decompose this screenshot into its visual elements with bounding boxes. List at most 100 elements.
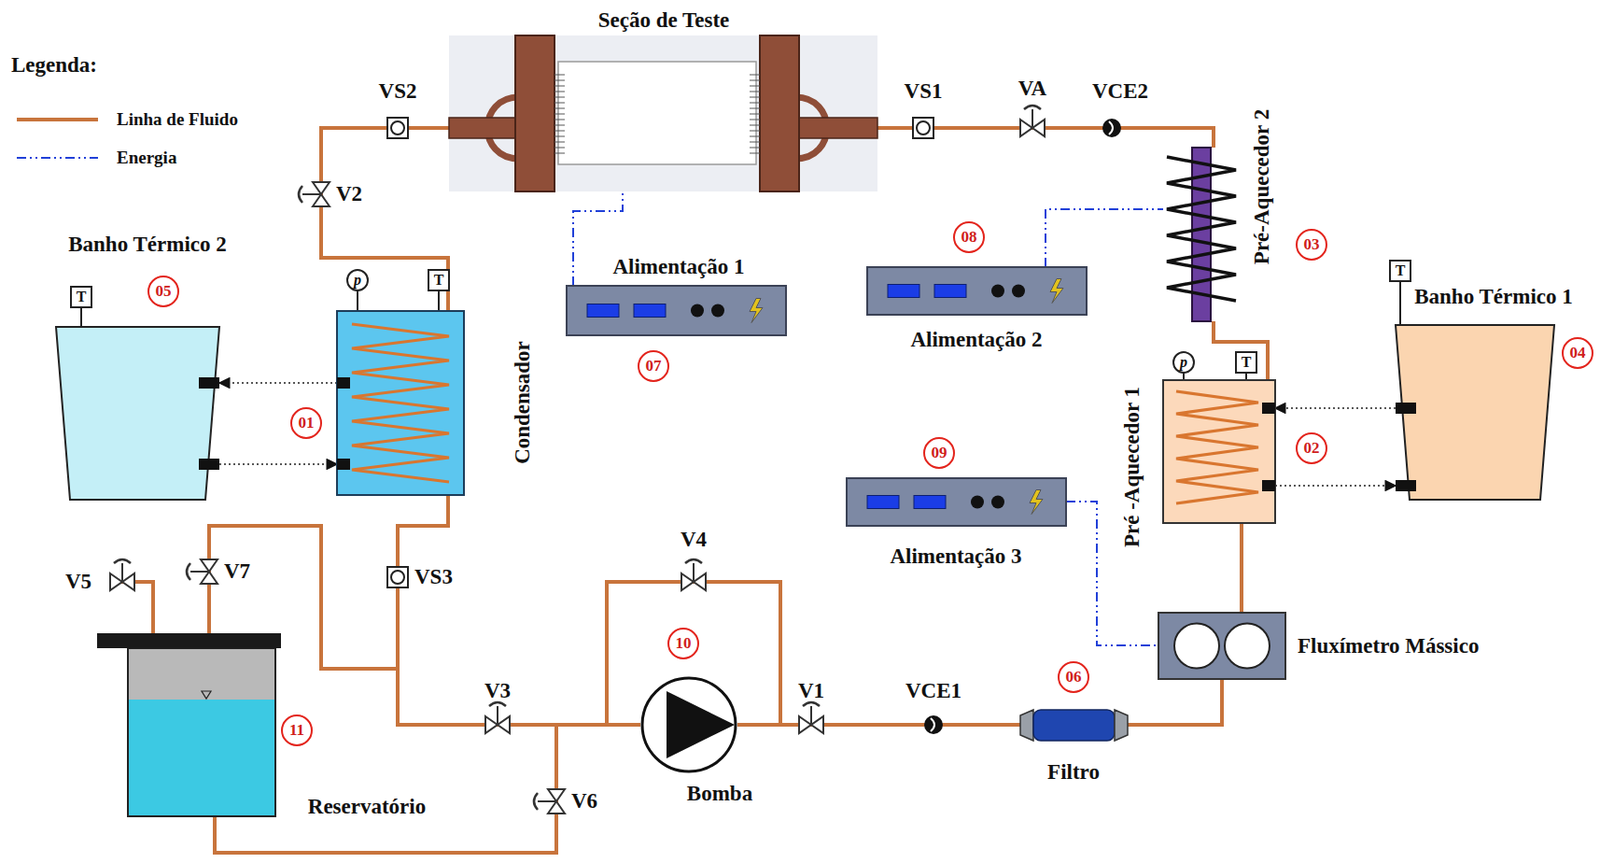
- shape-part: [1166, 156, 1236, 301]
- thermal-bath: Banho Térmico 1: [1395, 324, 1555, 500]
- shape-part: [887, 284, 920, 298]
- shape-part: [201, 690, 211, 699]
- shape-part: [391, 570, 405, 584]
- valve-symbol: [485, 701, 510, 733]
- shape-part: [1029, 490, 1043, 515]
- component-name: Alimentação 3: [889, 544, 1022, 568]
- shape-outline: [1395, 324, 1555, 500]
- power-supply: Alimentação 3: [846, 477, 1067, 526]
- gauge-stem: [80, 307, 83, 327]
- shape-outline: [336, 310, 464, 495]
- shape-part: [846, 477, 1067, 526]
- power-supply: Alimentação 2: [867, 266, 1087, 315]
- shape-part: [298, 185, 303, 203]
- filter: Filtro: [1020, 709, 1128, 741]
- shape-part: [97, 632, 281, 648]
- gauge-symbol: T: [1389, 259, 1412, 282]
- shape-part: [1395, 324, 1555, 500]
- shape-part: [198, 377, 220, 389]
- shape-part: [56, 326, 220, 500]
- component-name: Seção de Teste: [598, 8, 730, 32]
- test-section: Seção de Teste: [449, 35, 878, 192]
- shape-part: [1102, 118, 1122, 138]
- shape-part: [867, 266, 1087, 315]
- sight-glass-symbol: [387, 566, 408, 588]
- component-tag: VCE2: [1092, 79, 1149, 103]
- valve-symbol: [799, 701, 824, 733]
- check-valve-symbol: [924, 715, 943, 734]
- shape-part: [113, 559, 131, 563]
- shape-part: [489, 701, 506, 706]
- shape-part: [186, 562, 191, 580]
- callout-number: 08: [953, 221, 985, 253]
- valve-symbol: [533, 788, 565, 814]
- shape-outline: [640, 675, 738, 773]
- shape-part: [121, 562, 124, 582]
- shape-part: [681, 573, 706, 590]
- component-name: Pré-Aquecedor 2: [1249, 109, 1274, 265]
- shape-part: [1395, 479, 1417, 492]
- sight-glass-symbol: [912, 117, 934, 139]
- shape-part: [749, 298, 763, 323]
- bath-line: [219, 463, 337, 465]
- shape-part: [934, 284, 967, 298]
- shape-outline: [1158, 612, 1286, 679]
- shape-outline: [1163, 147, 1240, 322]
- shape-outline: [449, 35, 878, 192]
- shape-part: [336, 377, 351, 389]
- fluid-line: [397, 494, 641, 725]
- shape-part: [930, 717, 935, 731]
- shape-part: [387, 117, 408, 139]
- component-tag: V5: [65, 569, 92, 593]
- shape-part: [912, 117, 934, 139]
- bath-line: [219, 381, 337, 384]
- legend-title: Legenda:: [11, 53, 98, 77]
- shape-part: [759, 35, 800, 192]
- gauge-symbol: p: [346, 268, 369, 292]
- shape-part: [1395, 402, 1417, 414]
- power-supply: Alimentação 1: [566, 285, 786, 336]
- shape-part: [802, 701, 820, 706]
- shape-part: [916, 121, 930, 135]
- gauge-symbol: T: [427, 268, 450, 292]
- component-name: Condensador: [510, 340, 534, 464]
- shape-part: [633, 304, 666, 318]
- shape-part: [302, 193, 322, 196]
- component-name: Bomba: [687, 781, 753, 805]
- valve-symbol: [110, 559, 135, 590]
- shape-part: [799, 117, 878, 139]
- shape-part: [1011, 284, 1025, 298]
- gauge-stem: [1182, 372, 1185, 380]
- shape-part: [1114, 709, 1128, 741]
- shape-part: [351, 323, 450, 482]
- component-name: Fluxímetro Mássico: [1297, 633, 1479, 658]
- condenser: Condensador: [336, 310, 464, 495]
- shape-part: [970, 495, 984, 509]
- valve-symbol: [681, 559, 706, 590]
- shape-part: [991, 284, 1005, 298]
- callout-number: 06: [1057, 660, 1090, 693]
- pump: Bomba: [640, 675, 738, 773]
- component-tag: VCE1: [905, 678, 962, 702]
- check-valve-symbol: [1102, 118, 1122, 138]
- callout-number: 04: [1561, 336, 1594, 369]
- shape-part: [1031, 109, 1034, 128]
- mass-flowmeter: Fluxímetro Mássico: [1158, 612, 1286, 679]
- fluid-line: [214, 724, 641, 853]
- fluid-line: [1239, 522, 1244, 613]
- callout-number: 07: [637, 350, 670, 382]
- component-tag: VS1: [904, 79, 943, 103]
- component-tag: V1: [798, 678, 825, 702]
- shape-part: [387, 566, 408, 588]
- shape-part: [1158, 612, 1286, 679]
- shape-part: [336, 310, 464, 495]
- gauge-stem: [1245, 372, 1248, 380]
- shape-part: [198, 458, 220, 470]
- gauge-symbol: T: [1235, 350, 1258, 374]
- fluid-line: [1213, 321, 1268, 380]
- shape-part: [449, 117, 516, 139]
- shape-part: [127, 647, 276, 816]
- energy-line: [1045, 209, 1164, 267]
- legend-text: Linha de Fluido: [116, 110, 239, 130]
